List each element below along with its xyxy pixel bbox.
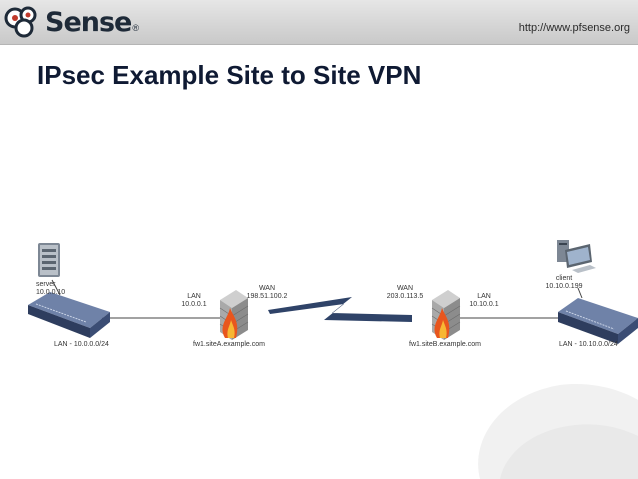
firewall-b-icon (431, 290, 461, 340)
firewall-a-icon (219, 290, 249, 340)
firewall-a-name: fw1.siteA.example.com (193, 341, 265, 348)
site-b-wan-title: WAN (396, 285, 414, 292)
server-label: server 10.0.0.10 (36, 281, 65, 297)
background-watermark (478, 383, 638, 479)
logo-registered-mark: ® (132, 23, 140, 33)
client-link (577, 287, 583, 299)
server-ip: 10.0.0.10 (36, 289, 66, 296)
logo-wordmark: Sense (45, 6, 132, 38)
client-name: client (555, 275, 573, 282)
site-a-wan-title: WAN (258, 285, 276, 292)
site-b-lan-title: LAN (477, 293, 491, 300)
slide-title: IPsec Example Site to Site VPN (37, 60, 422, 90)
pfsense-logo-icon (4, 6, 37, 38)
site-a-lan-label: LAN 10.0.0.1 (179, 293, 209, 309)
header-bar: Sense ® http://www.pfsense.org (0, 0, 638, 45)
client-workstation-icon (557, 240, 596, 273)
vpn-tunnel-link (268, 297, 412, 322)
site-b-lan-label: LAN 10.10.0.1 (467, 293, 501, 309)
site-a-wan-label: WAN 198.51.100.2 (244, 285, 290, 301)
site-b-wan-label: WAN 203.0.113.5 (384, 285, 426, 301)
site-b-wan-ip: 203.0.113.5 (386, 293, 424, 300)
website-url: http://www.pfsense.org (518, 22, 630, 34)
server-name: server (36, 281, 56, 288)
server-link (51, 279, 61, 296)
site-b-lan-ip: 10.10.0.1 (469, 301, 499, 308)
site-a-lan-title: LAN (187, 293, 201, 300)
site-a-wan-ip: 198.51.100.2 (246, 293, 288, 300)
switch-b-label: LAN - 10.10.0.0/24 (559, 341, 618, 348)
switch-a-icon (28, 292, 110, 338)
client-label: client 10.10.0.199 (542, 275, 586, 291)
firewall-b-name: fw1.siteB.example.com (409, 341, 481, 348)
client-ip: 10.10.0.199 (545, 283, 583, 290)
site-a-lan-ip: 10.0.0.1 (181, 301, 207, 308)
switch-b-icon (558, 298, 638, 344)
pfsense-logo: Sense ® (4, 5, 139, 39)
server-icon (38, 243, 60, 277)
switch-a-label: LAN - 10.0.0.0/24 (54, 341, 109, 348)
